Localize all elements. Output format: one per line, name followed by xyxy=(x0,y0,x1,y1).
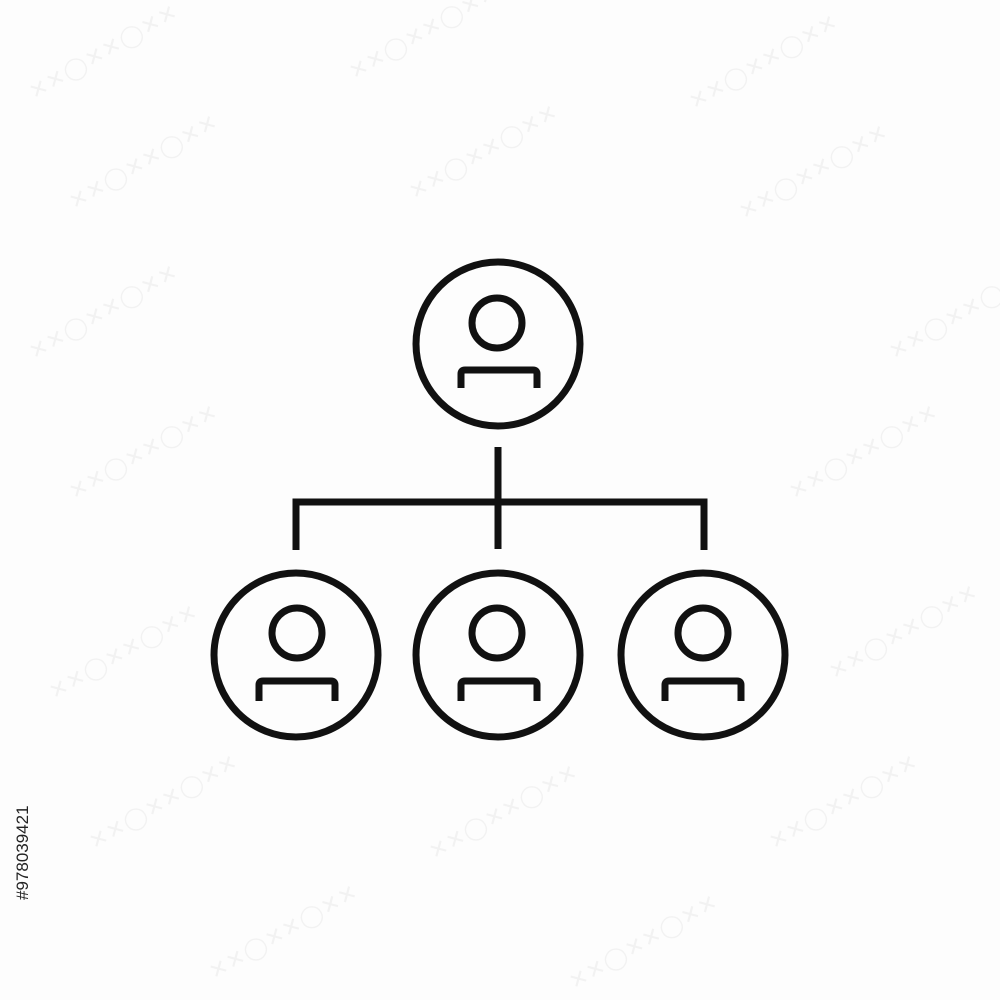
node-circle xyxy=(617,569,789,741)
connector-horizontal-bar xyxy=(292,498,708,550)
person-icon xyxy=(661,604,745,701)
top-person-node xyxy=(412,258,584,430)
bottom-right-person-node xyxy=(617,569,789,741)
bottom-left-person-node xyxy=(210,569,382,741)
connector-lines xyxy=(292,447,708,550)
person-icon xyxy=(457,294,541,388)
bottom-center-person-node xyxy=(412,569,584,741)
person-icon xyxy=(457,604,541,701)
node-circle xyxy=(210,569,382,741)
node-circle xyxy=(412,569,584,741)
stock-id-label: #978039421 xyxy=(13,805,32,900)
person-icon xyxy=(255,604,339,701)
node-circle xyxy=(412,258,584,430)
